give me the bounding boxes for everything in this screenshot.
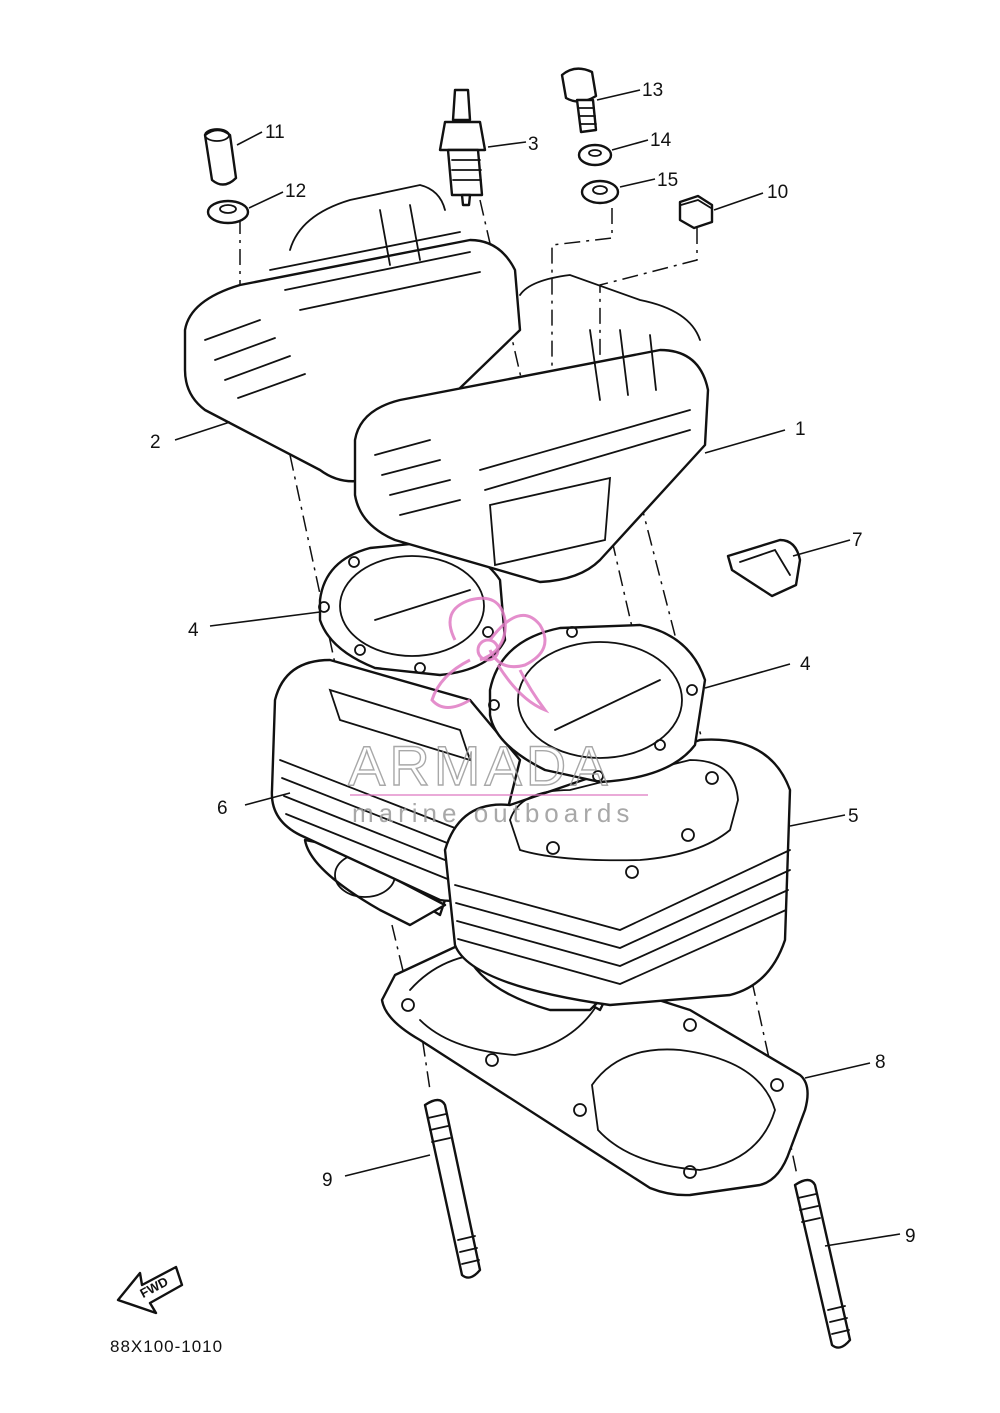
cylinder-head-right (353, 274, 710, 584)
callout-3: 3 (528, 134, 539, 155)
lock-washer (577, 143, 613, 167)
callout-4-left: 4 (188, 620, 199, 641)
watermark-subtitle: marine outboards (352, 798, 634, 828)
callout-7: 7 (852, 530, 863, 551)
callout-15: 15 (657, 170, 678, 191)
callout-11: 11 (265, 122, 285, 143)
callout-8: 8 (875, 1052, 886, 1073)
callout-13: 13 (642, 80, 663, 101)
armada-logo-icon (430, 596, 550, 714)
spacer-sleeve (203, 128, 238, 186)
watermark-title: ARMADA (348, 734, 612, 797)
callout-6: 6 (217, 798, 228, 819)
callout-1: 1 (795, 419, 806, 440)
washer-left (206, 199, 250, 225)
bracket (726, 538, 802, 598)
callout-2: 2 (150, 432, 161, 453)
head-gasket-right (488, 623, 707, 784)
callout-4-right: 4 (800, 654, 811, 675)
callout-9-left: 9 (322, 1170, 333, 1191)
cylinder-head-left (183, 184, 522, 483)
forward-arrow-icon: FWD (116, 1265, 184, 1315)
head-gasket-left (318, 540, 507, 677)
callout-5: 5 (848, 806, 859, 827)
watermark: ARMADA marine outboards (347, 596, 648, 828)
callout-9-right: 9 (905, 1226, 916, 1247)
nut (678, 194, 714, 230)
bolt (560, 67, 598, 134)
leader-lines (174, 89, 901, 1247)
cylinder-right (443, 738, 792, 1012)
spark-plug (438, 88, 487, 207)
callout-12: 12 (285, 181, 306, 202)
callout-10: 10 (767, 182, 788, 203)
cylinder-left (270, 658, 522, 927)
callout-14: 14 (650, 130, 672, 151)
stud-left (423, 1098, 482, 1279)
stud-right (793, 1178, 852, 1349)
callout-labels: 1 2 3 4 4 5 6 7 8 9 9 10 11 12 13 14 15 (150, 80, 916, 1247)
drawing-code: 88X100-1010 (110, 1337, 223, 1356)
plain-washer (580, 179, 620, 205)
